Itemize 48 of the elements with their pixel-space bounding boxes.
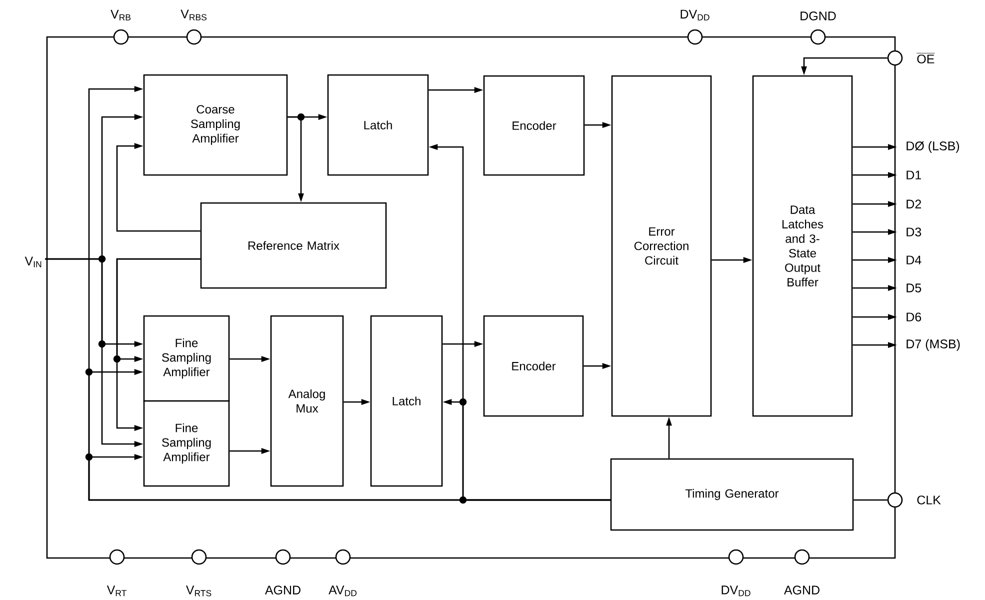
function-block: Reference Matrix bbox=[200, 202, 387, 289]
node-label: DV$_{DD}$ bbox=[680, 10, 710, 20]
node-label: V$_{RB}$ bbox=[110, 10, 131, 20]
function-block: Fine Sampling Amplifier bbox=[143, 315, 230, 402]
function-block: Timing Generator bbox=[610, 458, 854, 531]
node-label: AV$_{DD}$ bbox=[328, 586, 357, 596]
function-block: Encoder bbox=[483, 75, 585, 176]
function-block: Coarse Sampling Amplifier bbox=[143, 74, 288, 176]
arrow bbox=[116, 143, 200, 232]
pin-terminal: AGND bbox=[784, 549, 820, 594]
node-label: CLK bbox=[917, 496, 941, 504]
pin-terminal: DGND bbox=[800, 12, 836, 45]
signal-label: D7 (MSB) bbox=[906, 339, 960, 351]
pin-terminal: V$_{RB}$ bbox=[110, 10, 131, 45]
function-block: Encoder bbox=[483, 315, 584, 417]
function-block: Latch bbox=[327, 74, 429, 176]
function-block: Analog Mux bbox=[270, 315, 344, 487]
node-label: V$_{RT}$ bbox=[106, 586, 126, 596]
signal-label: D4 bbox=[906, 256, 922, 264]
signal-label: D5 bbox=[906, 284, 922, 292]
signal-label: DØ (LSB) bbox=[906, 141, 960, 153]
pin-terminal: AV$_{DD}$ bbox=[328, 549, 357, 596]
pin-terminal: CLK bbox=[887, 492, 941, 508]
function-block: Latch bbox=[370, 315, 443, 487]
signal-label: V$_{IN}$ bbox=[24, 256, 42, 268]
pin-terminal: V$_{RBS}$ bbox=[180, 10, 207, 45]
node-label: AGND bbox=[264, 586, 300, 594]
function-block: Fine Sampling Amplifier bbox=[143, 400, 230, 487]
pin-terminal: AGND bbox=[264, 549, 300, 594]
pin-terminal: V$_{RTS}$ bbox=[186, 549, 212, 596]
function-block: Error Correction Circuit bbox=[611, 75, 712, 417]
function-block: Data Latches and 3-State Output Buffer bbox=[752, 75, 853, 417]
node-label: V$_{RBS}$ bbox=[180, 10, 207, 20]
arrow bbox=[116, 258, 200, 431]
signal-label: D1 bbox=[906, 170, 922, 180]
node-label: AGND bbox=[784, 586, 820, 594]
pin-terminal: DV$_{DD}$ bbox=[722, 549, 750, 596]
pin-terminal: OE bbox=[887, 50, 935, 66]
pin-terminal: DV$_{DD}$ bbox=[680, 10, 710, 45]
node-label: V$_{RTS}$ bbox=[186, 586, 212, 596]
node-label: DV$_{DD}$ bbox=[722, 586, 750, 596]
signal-label: D2 bbox=[906, 200, 921, 208]
pin-terminal: V$_{RT}$ bbox=[106, 549, 126, 596]
node-label: DGND bbox=[800, 12, 836, 20]
node-label: OE bbox=[917, 54, 934, 64]
connector-line bbox=[854, 499, 888, 501]
signal-label: D6 bbox=[906, 312, 922, 322]
signal-label: D3 bbox=[906, 228, 922, 236]
